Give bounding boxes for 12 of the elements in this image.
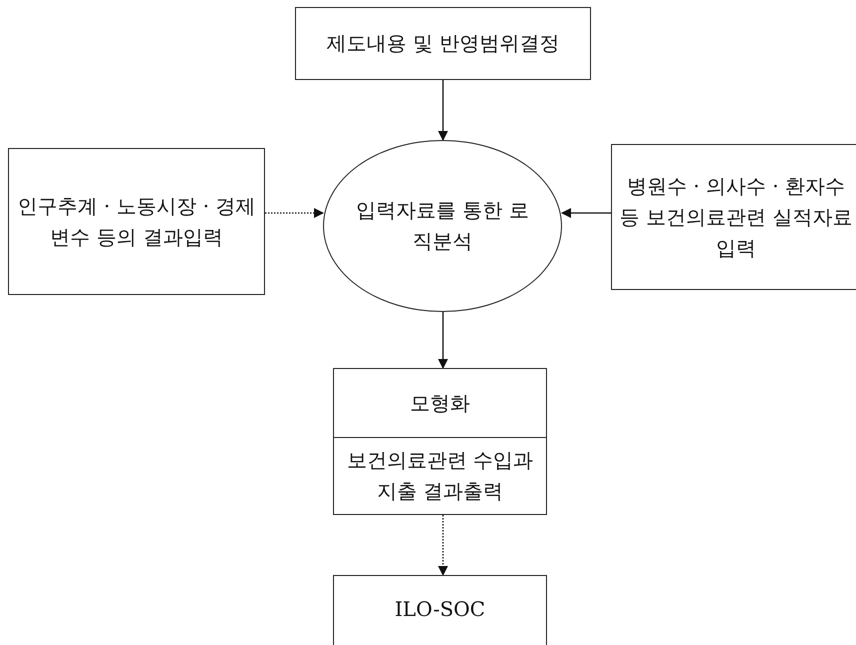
process-box: 모형화 xyxy=(333,368,547,438)
arrow xyxy=(438,80,448,141)
arrow xyxy=(561,208,611,218)
arrow xyxy=(438,515,448,576)
process-ellipse: 입력자료를 통한 로직분석 xyxy=(323,140,562,312)
process-box: 인구추계 · 노동시장 · 경제변수 등의 결과입력 xyxy=(8,148,265,295)
process-box: 병원수 · 의사수 · 환자수 등 보건의료관련 실적자료 입력 xyxy=(611,144,856,290)
process-box: ILO-SOC xyxy=(333,575,547,645)
process-box: 제도내용 및 반영범위결정 xyxy=(295,7,591,80)
process-box: 보건의료관련 수입과 지출 결과출력 xyxy=(333,437,547,515)
arrow xyxy=(265,208,324,218)
arrow xyxy=(438,312,448,369)
